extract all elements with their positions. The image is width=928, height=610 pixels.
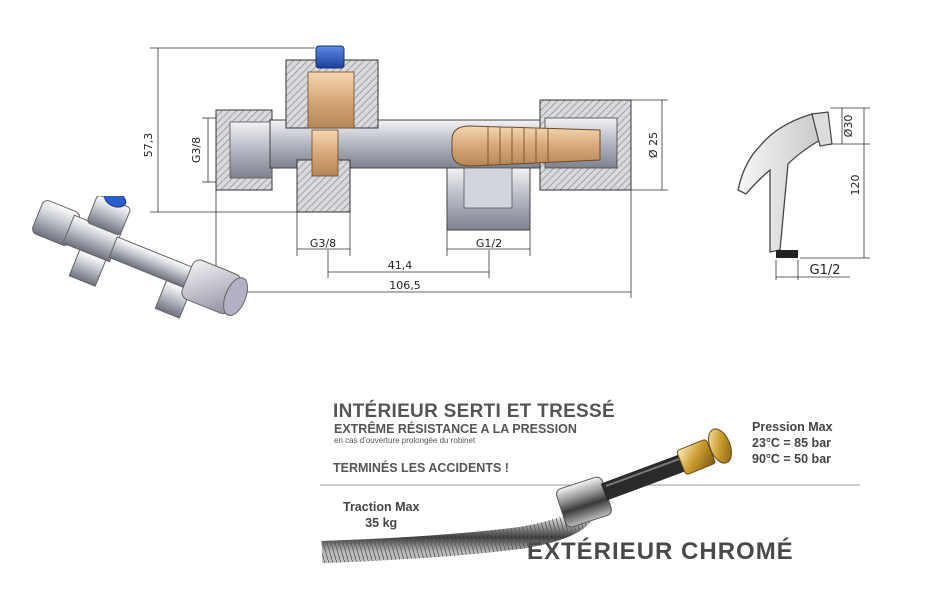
- shower-dim-thread: G1/2: [810, 263, 841, 278]
- hose-title: INTÉRIEUR SERTI ET TRESSÉ: [333, 401, 615, 422]
- shower-dim-diameter: Ø30: [842, 115, 855, 138]
- traction-spec: Traction Max 35 kg: [343, 499, 419, 531]
- dim-height-main: 57,3: [142, 133, 155, 158]
- traction-title: Traction Max: [343, 500, 420, 514]
- traction-value: 35 kg: [365, 516, 398, 530]
- dim-overall-length: 106,5: [389, 279, 421, 292]
- pressure-title: Pression Max: [752, 420, 833, 434]
- shower-dim-height: 120: [849, 175, 862, 196]
- dim-spacing: 41,4: [388, 259, 413, 272]
- exterior-label: EXTÉRIEUR CHROMÉ: [527, 538, 794, 565]
- hose-note: en cas d'ouverture prolongée du robinet: [334, 436, 476, 445]
- dim-inlet-thread: G3/8: [190, 137, 203, 163]
- hose-slogan: TERMINÉS LES ACCIDENTS !: [333, 461, 509, 475]
- pressure-spec: Pression Max 23°C = 85 bar 90°C = 50 bar: [752, 419, 833, 467]
- valve-section-drawing: 57,3 G3/8 Ø 25 G3/8 G1/2 41,4 106,5: [142, 45, 668, 298]
- pressure-line-1: 23°C = 85 bar: [752, 436, 832, 450]
- hand-shower-drawing: Ø30 120 G1/2: [737, 107, 870, 280]
- dim-outlet-left: G3/8: [310, 237, 336, 250]
- pressure-line-2: 90°C = 50 bar: [752, 452, 832, 466]
- dim-outlet-right: G1/2: [476, 237, 502, 250]
- dim-diameter: Ø 25: [647, 132, 660, 158]
- valve-3d-illustration: [32, 196, 249, 319]
- hose-illustration: [320, 428, 860, 563]
- hose-subtitle: EXTRÊME RÉSISTANCE A LA PRESSION: [334, 422, 577, 436]
